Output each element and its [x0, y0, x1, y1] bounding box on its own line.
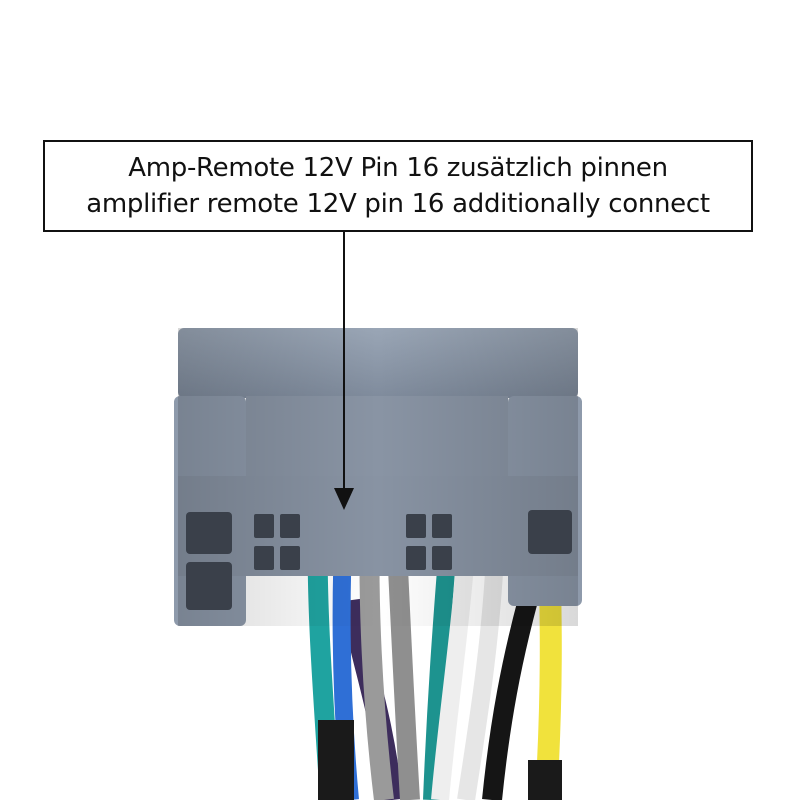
pointer-arrow	[334, 232, 354, 510]
pin-cavities	[254, 514, 452, 570]
heat-shrink-right	[528, 760, 562, 800]
callout-box: Amp-Remote 12V Pin 16 zusätzlich pinnen …	[43, 140, 753, 232]
heat-shrink-left	[318, 720, 354, 800]
callout-line-german: Amp-Remote 12V Pin 16 zusätzlich pinnen	[128, 153, 668, 183]
callout-line-english: amplifier remote 12V pin 16 additionally…	[86, 189, 710, 219]
connector-housing	[174, 328, 582, 626]
